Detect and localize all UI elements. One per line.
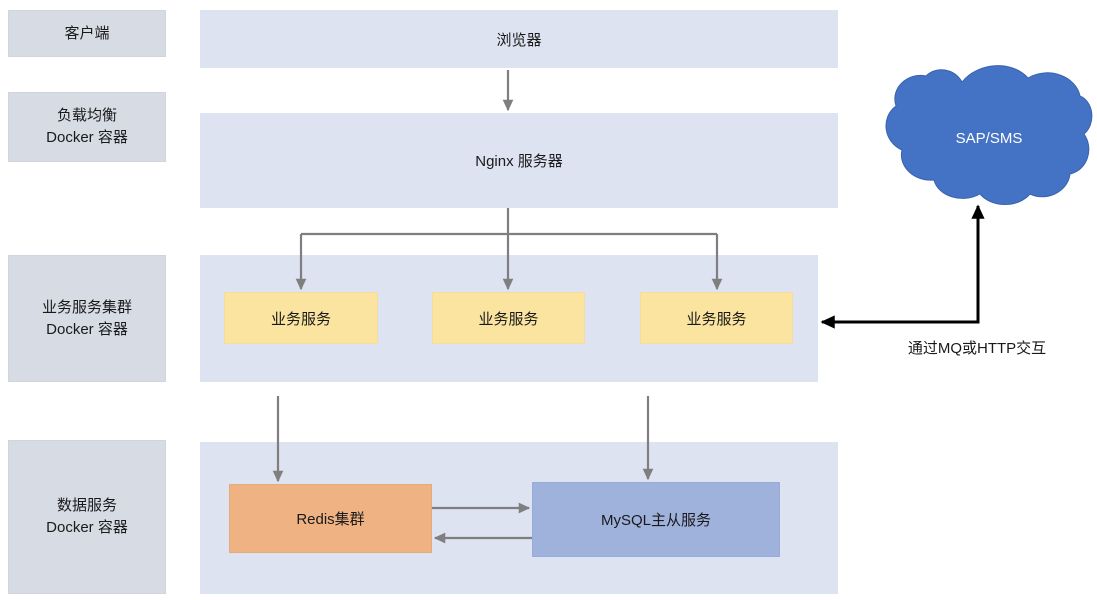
layer-label-client: 客户端: [8, 10, 166, 57]
node-business-service-2: 业务服务: [432, 292, 585, 344]
node-nginx: Nginx 服务器: [475, 153, 563, 170]
band-client: [200, 10, 838, 68]
edge-mq-path: [820, 208, 980, 329]
cloud-label: SAP/SMS: [955, 129, 1023, 147]
node-mysql-master-slave: MySQL主从服务: [532, 482, 780, 557]
band-load-balancer: [200, 113, 838, 208]
cloud-icon: [885, 65, 1093, 205]
edge-label-mq-http: 通过MQ或HTTP交互: [907, 340, 1047, 357]
node-business-service-3: 业务服务: [640, 292, 793, 344]
node-business-service-1: 业务服务: [224, 292, 378, 344]
layer-label-business-cluster: 业务服务集群 Docker 容器: [8, 255, 166, 382]
layer-label-load-balancer: 负载均衡 Docker 容器: [8, 92, 166, 162]
node-redis-cluster: Redis集群: [229, 484, 432, 553]
layer-label-data-service: 数据服务 Docker 容器: [8, 440, 166, 594]
node-browser: 浏览器: [496, 31, 542, 49]
